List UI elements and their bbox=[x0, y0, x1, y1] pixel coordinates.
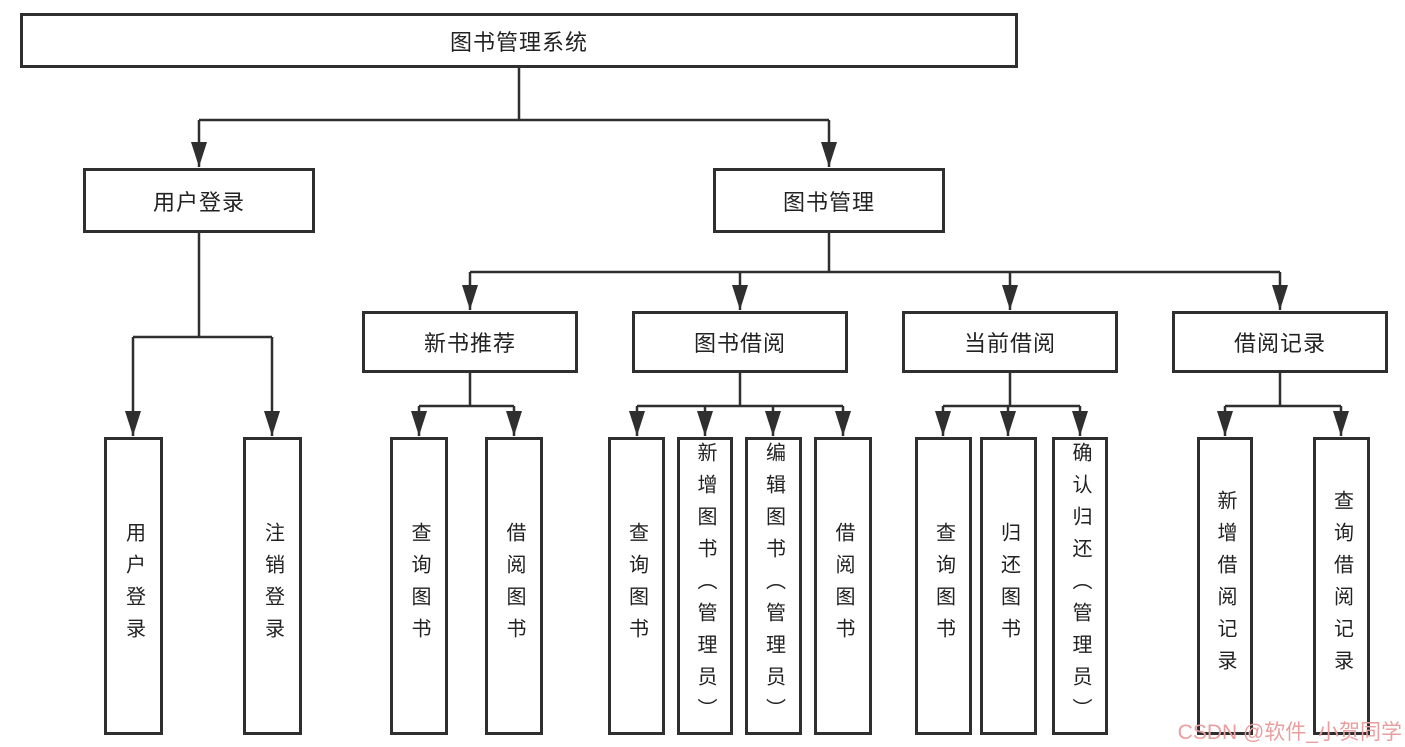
node-user-login-label: 用户登录 bbox=[152, 189, 245, 215]
node-leaf-query-book-borrow: 查询图书 bbox=[608, 437, 665, 735]
node-leaf-return-book-label: 归还图书 bbox=[997, 522, 1020, 650]
node-new-book-rec-label: 新书推荐 bbox=[423, 331, 516, 356]
node-book-borrow: 图书借阅 bbox=[632, 311, 848, 373]
node-leaf-query-book-new: 查询图书 bbox=[390, 437, 448, 735]
node-leaf-query-book-current-label: 查询图书 bbox=[932, 522, 955, 650]
node-leaf-query-record-label: 查询借阅记录 bbox=[1330, 490, 1353, 682]
node-leaf-query-book-new-label: 查询图书 bbox=[408, 522, 430, 650]
node-leaf-logout: 注销登录 bbox=[243, 437, 302, 735]
node-leaf-query-record: 查询借阅记录 bbox=[1313, 437, 1370, 735]
node-leaf-confirm-return-label: 确认归还（管理员） bbox=[1069, 442, 1091, 730]
node-leaf-borrow-book-borrow: 借阅图书 bbox=[814, 437, 872, 735]
node-leaf-logout-label: 注销登录 bbox=[261, 522, 284, 650]
csdn-watermark: CSDN @软件_小贺同学 bbox=[1177, 721, 1402, 744]
node-leaf-borrow-book-new-label: 借阅图书 bbox=[503, 522, 525, 650]
node-leaf-query-book-current: 查询图书 bbox=[915, 437, 972, 735]
node-new-book-rec: 新书推荐 bbox=[362, 311, 578, 373]
node-user-login: 用户登录 bbox=[83, 168, 315, 233]
node-leaf-edit-book-label: 编辑图书（管理员） bbox=[762, 442, 785, 730]
node-borrow-records: 借阅记录 bbox=[1172, 311, 1388, 373]
node-leaf-return-book: 归还图书 bbox=[980, 437, 1037, 735]
node-leaf-edit-book: 编辑图书（管理员） bbox=[745, 437, 802, 735]
node-root-label: 图书管理系统 bbox=[449, 29, 588, 55]
node-leaf-user-login-label: 用户登录 bbox=[122, 522, 145, 650]
node-leaf-add-record: 新增借阅记录 bbox=[1197, 437, 1253, 735]
node-leaf-user-login: 用户登录 bbox=[104, 437, 163, 735]
node-current-borrow: 当前借阅 bbox=[902, 311, 1118, 373]
node-leaf-query-book-borrow-label: 查询图书 bbox=[625, 522, 648, 650]
node-leaf-confirm-return: 确认归还（管理员） bbox=[1052, 437, 1108, 735]
node-leaf-borrow-book-new: 借阅图书 bbox=[485, 437, 543, 735]
node-book-borrow-label: 图书借阅 bbox=[693, 331, 786, 356]
node-leaf-add-book-label: 新增图书（管理员） bbox=[694, 442, 716, 730]
node-current-borrow-label: 当前借阅 bbox=[963, 331, 1056, 356]
node-borrow-records-label: 借阅记录 bbox=[1233, 331, 1326, 356]
node-root: 图书管理系统 bbox=[20, 13, 1018, 68]
node-leaf-add-record-label: 新增借阅记录 bbox=[1214, 490, 1236, 682]
node-book-mgmt-label: 图书管理 bbox=[782, 189, 875, 215]
node-leaf-borrow-book-borrow-label: 借阅图书 bbox=[832, 522, 854, 650]
node-book-mgmt: 图书管理 bbox=[713, 168, 945, 233]
node-leaf-add-book: 新增图书（管理员） bbox=[677, 437, 733, 735]
